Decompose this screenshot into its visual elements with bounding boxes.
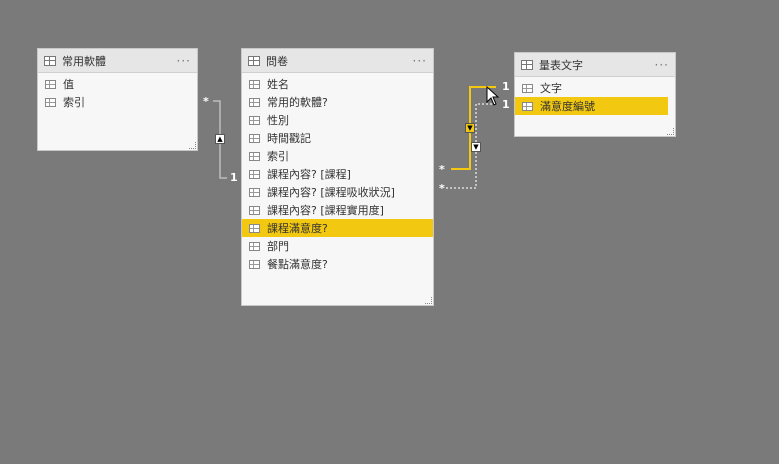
- more-options-icon[interactable]: ···: [176, 53, 191, 68]
- field-list: 姓名 常用的軟體? 性別 時間戳記 索引 課程內容? [課程] 課程內容? [課…: [242, 73, 433, 273]
- field-label: 姓名: [267, 78, 289, 91]
- field-row-meal-satisfaction[interactable]: 餐點滿意度?: [242, 255, 433, 273]
- table-icon: [44, 55, 56, 66]
- field-icon: [249, 187, 260, 197]
- table-header[interactable]: 量表文字 ···: [515, 53, 675, 77]
- field-label: 滿意度編號: [540, 100, 595, 113]
- cardinality-one-scale-active: 1: [502, 80, 510, 93]
- filter-direction-down-icon[interactable]: ▼: [471, 142, 481, 152]
- field-icon: [249, 259, 260, 269]
- field-icon: [249, 223, 260, 233]
- field-row-text[interactable]: 文字: [515, 79, 675, 97]
- resize-grip[interactable]: [425, 297, 432, 304]
- cardinality-one-scale-inactive: 1: [502, 98, 510, 111]
- table-card-questionnaire[interactable]: 問卷 ··· 姓名 常用的軟體? 性別 時間戳記 索引 課程內容? [課程]: [241, 48, 434, 306]
- table-card-common-software[interactable]: 常用軟體 ··· 值 索引: [37, 48, 198, 151]
- filter-direction-up-icon[interactable]: ▲: [215, 134, 225, 144]
- table-title: 問卷: [266, 54, 288, 68]
- field-row-course-practicality[interactable]: 課程內容? [課程實用度]: [242, 201, 433, 219]
- field-label: 餐點滿意度?: [267, 258, 328, 271]
- field-row-satisfaction-id[interactable]: 滿意度編號: [515, 97, 668, 115]
- field-row-value[interactable]: 值: [38, 75, 197, 93]
- cardinality-one-questionnaire-index: 1: [230, 171, 238, 184]
- field-label: 索引: [63, 96, 85, 109]
- field-icon: [249, 241, 260, 251]
- table-icon: [521, 59, 533, 70]
- field-row-department[interactable]: 部門: [242, 237, 433, 255]
- field-label: 索引: [267, 150, 289, 163]
- field-icon: [249, 169, 260, 179]
- cardinality-many-software: *: [203, 95, 209, 108]
- field-list: 值 索引: [38, 73, 197, 111]
- field-label: 課程內容? [課程]: [267, 168, 351, 181]
- resize-grip[interactable]: [189, 142, 196, 149]
- field-row-course-content[interactable]: 課程內容? [課程]: [242, 165, 433, 183]
- field-label: 課程內容? [課程吸收狀況]: [267, 186, 395, 199]
- field-label: 常用的軟體?: [267, 96, 328, 109]
- table-title: 量表文字: [539, 58, 583, 72]
- field-icon: [249, 151, 260, 161]
- field-label: 文字: [540, 82, 562, 95]
- field-label: 部門: [267, 240, 289, 253]
- filter-direction-down-highlighted-icon[interactable]: ▼: [465, 123, 475, 133]
- table-icon: [248, 55, 260, 66]
- field-row-course-satisfaction[interactable]: 課程滿意度?: [242, 219, 433, 237]
- field-icon: [45, 97, 56, 107]
- resize-grip[interactable]: [667, 128, 674, 135]
- table-header[interactable]: 常用軟體 ···: [38, 49, 197, 73]
- field-list: 文字 滿意度編號: [515, 77, 675, 115]
- more-options-icon[interactable]: ···: [412, 53, 427, 68]
- cardinality-many-questionnaire-inactive: *: [439, 182, 445, 195]
- field-icon: [249, 97, 260, 107]
- field-row-index[interactable]: 索引: [38, 93, 197, 111]
- field-icon: [249, 79, 260, 89]
- field-label: 性別: [267, 114, 289, 127]
- field-row-index[interactable]: 索引: [242, 147, 433, 165]
- field-row-course-absorption[interactable]: 課程內容? [課程吸收狀況]: [242, 183, 433, 201]
- field-icon: [249, 133, 260, 143]
- field-row-gender[interactable]: 性別: [242, 111, 433, 129]
- cardinality-many-questionnaire-active: *: [439, 163, 445, 176]
- mouse-cursor-icon: [486, 86, 500, 106]
- field-row-common-software[interactable]: 常用的軟體?: [242, 93, 433, 111]
- field-label: 課程滿意度?: [267, 222, 328, 235]
- field-icon: [249, 115, 260, 125]
- field-label: 課程內容? [課程實用度]: [267, 204, 384, 217]
- field-icon: [45, 79, 56, 89]
- table-title: 常用軟體: [62, 54, 106, 68]
- field-label: 時間戳記: [267, 132, 311, 145]
- field-icon: [522, 83, 533, 93]
- field-row-name[interactable]: 姓名: [242, 75, 433, 93]
- field-icon: [249, 205, 260, 215]
- field-row-timestamp[interactable]: 時間戳記: [242, 129, 433, 147]
- field-label: 值: [63, 78, 74, 91]
- table-card-scale-text[interactable]: 量表文字 ··· 文字 滿意度編號: [514, 52, 676, 137]
- more-options-icon[interactable]: ···: [654, 57, 669, 72]
- field-icon: [522, 101, 533, 111]
- table-header[interactable]: 問卷 ···: [242, 49, 433, 73]
